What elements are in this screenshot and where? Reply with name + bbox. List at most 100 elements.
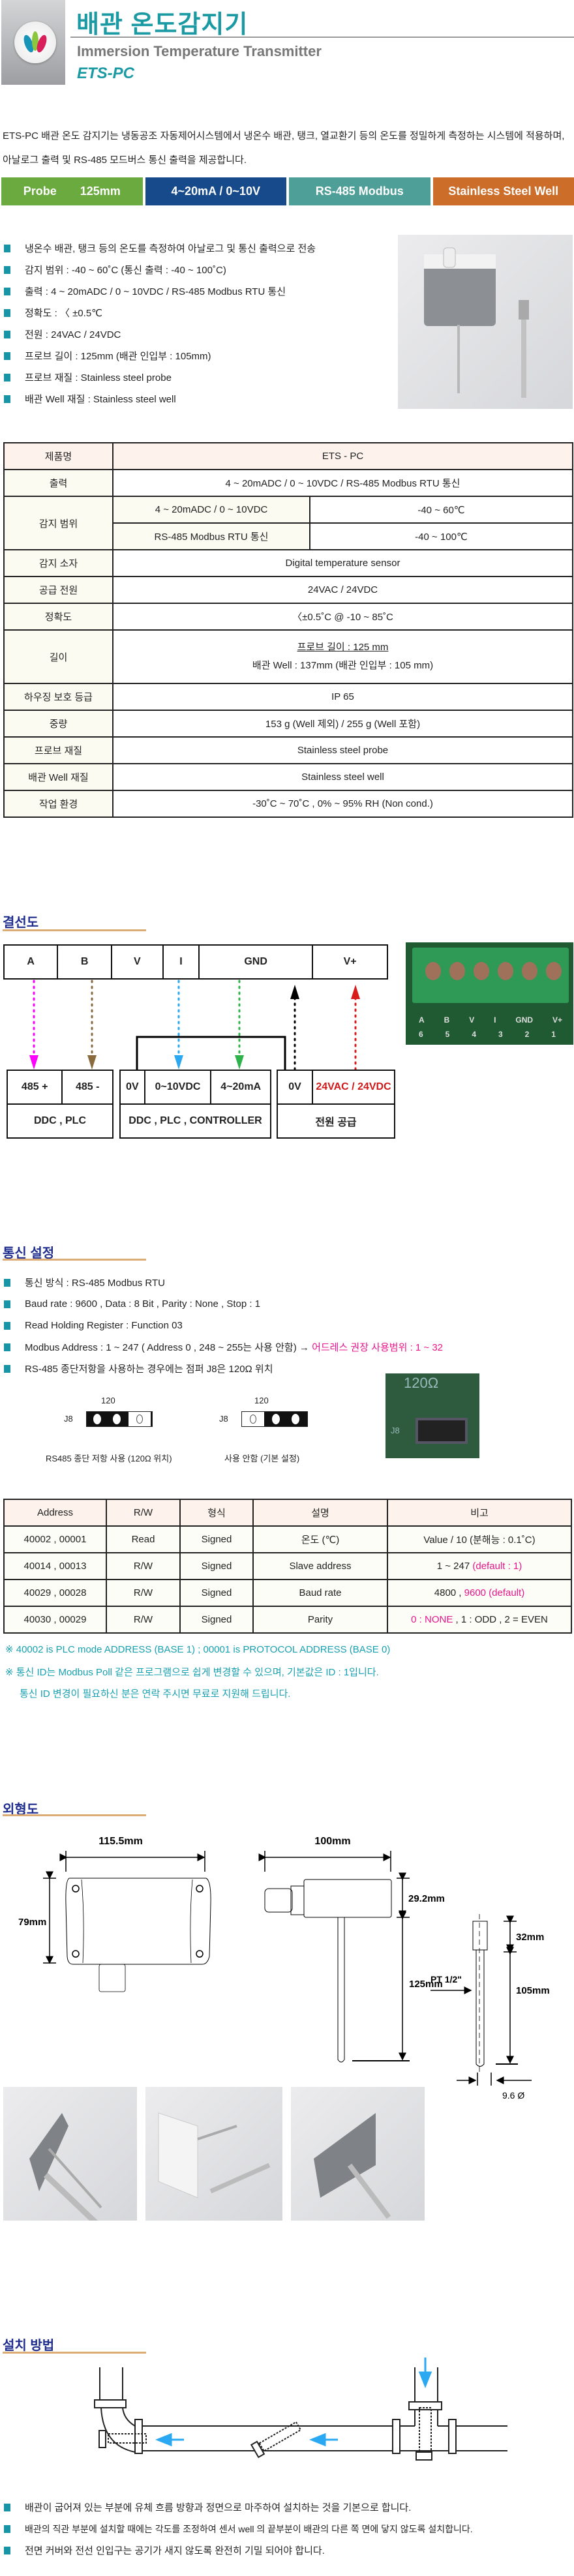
product-photo [145, 2087, 282, 2221]
installation-diagram [94, 2358, 507, 2461]
jumper-top-label: 120 [254, 1396, 269, 1405]
pin-icon [242, 1412, 264, 1426]
arrow-down-icon [29, 1055, 38, 1070]
section-title-wiring: 결선도 [3, 916, 39, 930]
cell-rw: Read [106, 1525, 181, 1553]
column-header: 형식 [179, 1499, 254, 1527]
list-item-text: 출력 : 4 ~ 20mADC / 0 ~ 10VDC / RS-485 Mod… [25, 286, 286, 297]
dim-width-label: 115.5mm [98, 1836, 143, 1847]
column-header: 설명 [252, 1499, 388, 1527]
section-title-comm: 통신 설정 [3, 1246, 55, 1261]
spec-value: IP 65 [112, 683, 573, 711]
product-photo [3, 2087, 137, 2221]
spec-value: -40 ~ 60℃ [309, 496, 573, 524]
jumper-label: J8 [219, 1414, 228, 1424]
bullet-icon [4, 330, 10, 338]
logo-petals-icon [14, 22, 56, 63]
column-header: Address [3, 1499, 107, 1527]
dim-thread-label: PT 1/2" [430, 1974, 462, 1984]
dim-thread-len-label: 32mm [516, 1932, 544, 1943]
spec-value: 153 g (Well 제외) / 255 g (Well 포함) [112, 710, 573, 738]
feature-label: RS-485 Modbus [315, 185, 404, 198]
list-item-text: Modbus Address : 1 ~ 247 ( Address 0 , 2… [25, 1342, 309, 1353]
pin-icon [292, 1414, 299, 1424]
bullet-icon [4, 395, 10, 403]
terminal-i: I [162, 944, 200, 980]
list-item: 프로브 재질 : Stainless steel probe [0, 367, 316, 388]
screw-icon [546, 962, 562, 980]
pin-icon [113, 1414, 121, 1424]
spec-subkey: 4 ~ 20mADC / 0 ~ 10VDC [112, 496, 310, 524]
jumper-photo: 120Ω J8 [385, 1373, 479, 1458]
board-label: V [469, 1015, 475, 1025]
spec-value: Digital temperature sensor [112, 549, 573, 577]
terminal-24v: 24VAC / 24VDC [312, 1070, 395, 1105]
spec-key: 제품명 [3, 442, 113, 470]
table-header: Address R/W 형식 설명 비고 [3, 1499, 572, 1527]
terminal-0v: 0V [119, 1070, 145, 1105]
cell-address: 40030 , 00029 [3, 1606, 107, 1634]
spec-key: 감지 소자 [3, 549, 113, 577]
list-item-text: RS-485 종단저항을 사용하는 경우에는 점퍼 J8은 120Ω 위치 [25, 1364, 273, 1375]
column-header: 비고 [387, 1499, 572, 1527]
dim-depth-label: 100mm [314, 1836, 350, 1847]
pin-icon [93, 1414, 101, 1424]
register-note: 통신 ID 변경이 필요하신 분은 연락 주시면 무료로 지원해 드립니다. [20, 1688, 291, 1700]
list-item-text: 프로브 재질 : Stainless steel probe [25, 372, 172, 383]
terminal-vplus: V+ [312, 944, 388, 980]
feature-label: 4~20mA / 0~10V [171, 185, 260, 198]
wiring-arrows [29, 980, 360, 1071]
photo-label: J8 [391, 1426, 400, 1435]
note-text: , 1 : ODD , 2 = EVEN [453, 1614, 548, 1625]
bullet-icon [4, 1364, 10, 1373]
list-item-text: 전면 커버와 전선 인입구는 공기가 새지 않도록 완전히 기밀 되어야 합니다… [25, 2545, 325, 2556]
terminal-4-20ma: 4~20mA [210, 1070, 271, 1105]
feature-output: 4~20mA / 0~10V [145, 177, 286, 205]
dim-probe-label: 125mm [409, 1979, 443, 1990]
cell-note: 0 : NONE , 1 : ODD , 2 = EVEN [387, 1606, 572, 1634]
spec-key: 중량 [3, 710, 113, 738]
intro-text: ETS-PC 배관 온도 감지기는 냉동공조 자동제어시스템에서 냉온수 배관,… [3, 130, 565, 166]
list-item-text: 배관이 굽어져 있는 부분에 유체 흐름 방향과 정면으로 마주하여 설치하는 … [25, 2502, 412, 2513]
install-list: 배관이 굽어져 있는 부분에 유체 흐름 방향과 정면으로 마주하여 설치하는 … [0, 2496, 473, 2561]
spec-key: 작업 환경 [3, 790, 113, 818]
section-title-dimensions: 외형도 [3, 1803, 39, 1817]
table-row: 정확도〈±0.5˚C @ -10 ~ 85˚C [3, 603, 573, 631]
bullet-icon [4, 287, 10, 295]
list-item: 프로브 길이 : 125mm (배관 인입부 : 105mm) [0, 345, 316, 367]
spec-subkey: RS-485 Modbus RTU 통신 [112, 522, 310, 550]
bullet-icon [4, 265, 10, 274]
jumper-label: J8 [64, 1414, 73, 1424]
cell-note: 4800 , 9600 (default) [387, 1579, 572, 1607]
page-subtitle: Immersion Temperature Transmitter [77, 43, 322, 59]
arrow-down-icon [235, 1055, 244, 1070]
board-label: I [494, 1015, 496, 1025]
cell-address: 40029 , 00028 [3, 1579, 107, 1607]
list-item-text: 배관의 직관 부분에 설치할 때에는 각도를 조정하여 센서 well 의 끝부… [25, 2523, 473, 2534]
bullet-icon [4, 2503, 10, 2511]
terminal-b: B [57, 944, 112, 980]
list-item: Modbus Address : 1 ~ 247 ( Address 0 , 2… [0, 1336, 443, 1358]
terminal-v: V [110, 944, 164, 980]
default-value: 0 : NONE [411, 1614, 453, 1625]
address-recommendation: 어드레스 권장 사용범위 : 1 ~ 32 [312, 1342, 444, 1353]
terminal-0v: 0V [277, 1070, 313, 1105]
column-header: R/W [106, 1499, 181, 1527]
flow-arrow-icon [309, 2433, 326, 2447]
section-underline [3, 1814, 146, 1816]
spec-value: 4 ~ 20mADC / 0 ~ 10VDC / RS-485 Modbus R… [112, 469, 573, 497]
list-item-text: 감지 범위 : -40 ~ 60˚C (통신 출력 : -40 ~ 100˚C) [25, 265, 226, 276]
board-number: 1 [551, 1030, 556, 1039]
spec-key: 공급 전원 [3, 576, 113, 604]
note-text: 4800 , [434, 1587, 464, 1598]
